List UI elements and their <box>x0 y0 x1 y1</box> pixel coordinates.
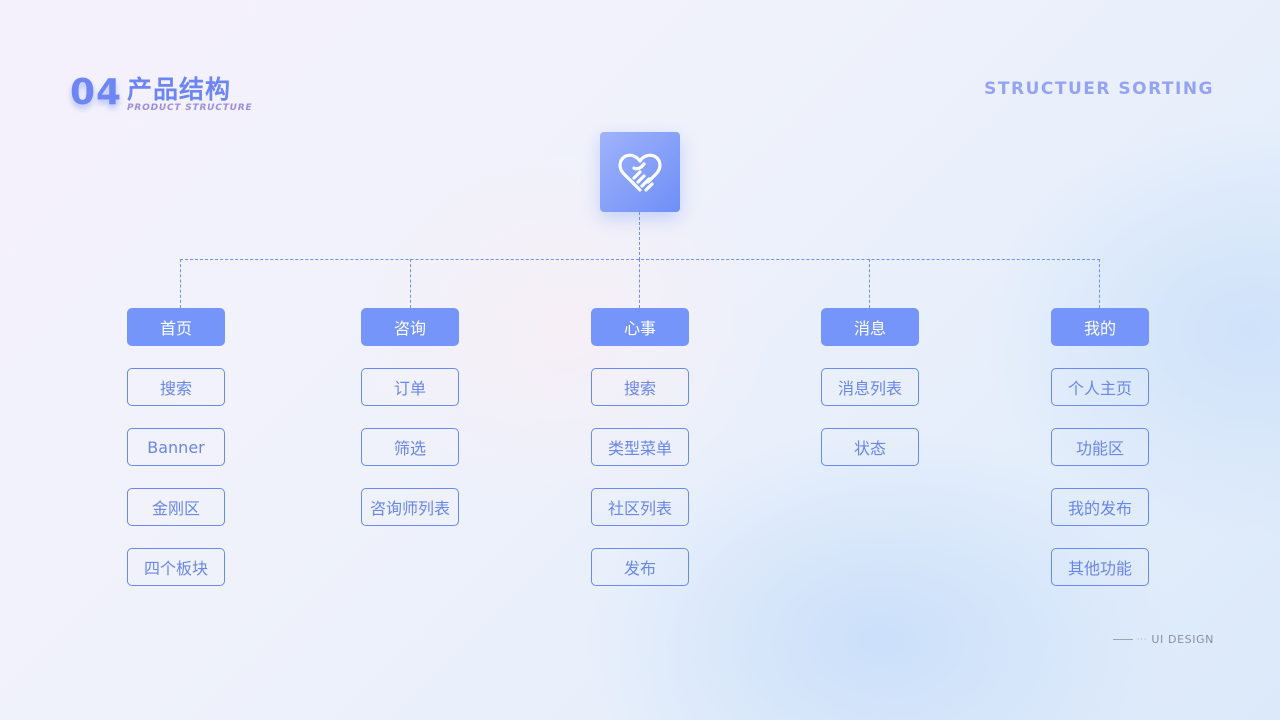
consult-counselor-list[interactable]: 咨询师列表 <box>361 488 459 526</box>
footer: ··· UI DESIGN <box>1112 633 1214 646</box>
home-search[interactable]: 搜索 <box>127 368 225 406</box>
messages-status[interactable]: 状态 <box>821 428 919 466</box>
mine-posts[interactable]: 我的发布 <box>1051 488 1149 526</box>
root-node <box>600 132 680 212</box>
home-four-sections[interactable]: 四个板块 <box>127 548 225 586</box>
mine-other-functions[interactable]: 其他功能 <box>1051 548 1149 586</box>
home-banner[interactable]: Banner <box>127 428 225 466</box>
branch-drop-3 <box>639 259 640 308</box>
footer-label: UI DESIGN <box>1151 633 1214 646</box>
concerns-community-list[interactable]: 社区列表 <box>591 488 689 526</box>
branch-drop-4 <box>869 259 870 308</box>
messages-list[interactable]: 消息列表 <box>821 368 919 406</box>
branch-mine[interactable]: 我的 <box>1051 308 1149 346</box>
mine-functions[interactable]: 功能区 <box>1051 428 1149 466</box>
heart-handshake-icon <box>618 153 662 192</box>
branch-drop-1 <box>180 259 181 308</box>
branch-home[interactable]: 首页 <box>127 308 225 346</box>
concerns-publish[interactable]: 发布 <box>591 548 689 586</box>
branch-messages[interactable]: 消息 <box>821 308 919 346</box>
concerns-search[interactable]: 搜索 <box>591 368 689 406</box>
branch-drop-2 <box>410 259 411 308</box>
page-subtitle: PRODUCT STRUCTURE <box>127 103 253 113</box>
branch-drop-5 <box>1099 259 1100 308</box>
concerns-type-menu[interactable]: 类型菜单 <box>591 428 689 466</box>
page-title: 产品结构 <box>127 75 232 104</box>
branch-connector <box>180 259 1100 260</box>
branch-consult[interactable]: 咨询 <box>361 308 459 346</box>
branch-concerns[interactable]: 心事 <box>591 308 689 346</box>
root-connector <box>639 212 640 260</box>
consult-filter[interactable]: 筛选 <box>361 428 459 466</box>
header-right-label: STRUCTUER SORTING <box>984 79 1214 99</box>
consult-orders[interactable]: 订单 <box>361 368 459 406</box>
mine-profile[interactable]: 个人主页 <box>1051 368 1149 406</box>
section-number: 04 <box>70 72 123 113</box>
footer-divider <box>1112 639 1133 640</box>
footer-dots: ··· <box>1136 635 1148 644</box>
home-kingkong-area[interactable]: 金刚区 <box>127 488 225 526</box>
